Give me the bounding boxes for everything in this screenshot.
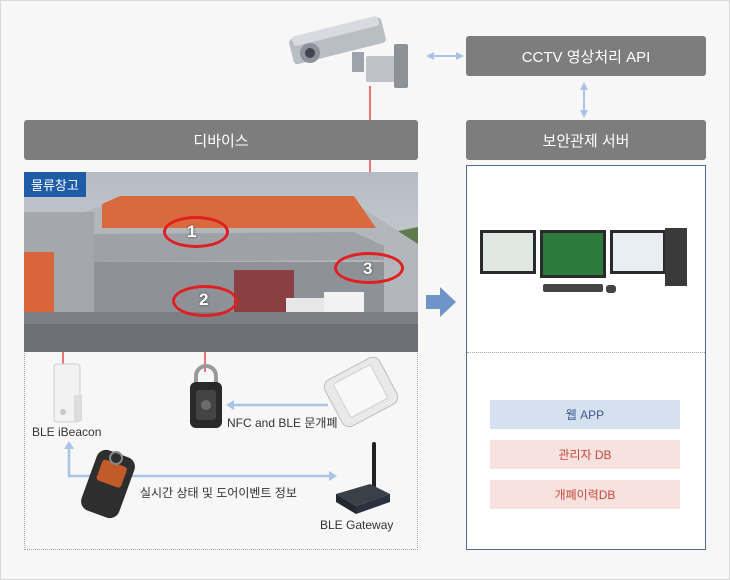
server-item-history-db: 개폐이력DB <box>490 480 680 509</box>
nfc-arrow <box>226 400 328 410</box>
admin-db-label: 관리자 DB <box>558 448 612 462</box>
devices-to-server-arrow <box>426 287 456 317</box>
marker-1-ellipse <box>163 216 229 248</box>
gateway-label: BLE Gateway <box>320 518 394 532</box>
beacon-label: BLE iBeacon <box>32 425 102 439</box>
cctv-api-label: CCTV 영상처리 API <box>521 48 651 66</box>
web-app-label: 웹 APP <box>565 408 605 422</box>
camera-api-arrow <box>426 52 464 60</box>
server-header-label: 보안관제 서버 <box>542 132 630 150</box>
devices-header-label: 디바이스 <box>193 132 249 150</box>
server-header: 보안관제 서버 <box>466 120 706 160</box>
warehouse-tag-label: 물류창고 <box>31 178 79 193</box>
warehouse-tag: 물류창고 <box>24 172 86 197</box>
server-item-web-app: 웹 APP <box>490 400 680 429</box>
api-server-arrow <box>580 82 588 118</box>
event-caption: 실시간 상태 및 도어이벤트 정보 <box>140 486 297 500</box>
marker-1-number: 1 <box>187 222 197 241</box>
cctv-api-box: CCTV 영상처리 API <box>466 36 706 76</box>
nfc-caption: NFC and BLE 문개폐 <box>227 416 338 430</box>
history-db-label: 개폐이력DB <box>554 488 616 502</box>
marker-2-number: 2 <box>199 290 209 309</box>
marker-2-ellipse <box>172 285 238 317</box>
marker-3-ellipse <box>334 252 404 284</box>
server-item-admin-db: 관리자 DB <box>490 440 680 469</box>
event-arrow <box>64 441 337 481</box>
marker-3-number: 3 <box>363 259 373 278</box>
devices-header: 디바이스 <box>24 120 418 160</box>
server-divider <box>467 352 705 353</box>
